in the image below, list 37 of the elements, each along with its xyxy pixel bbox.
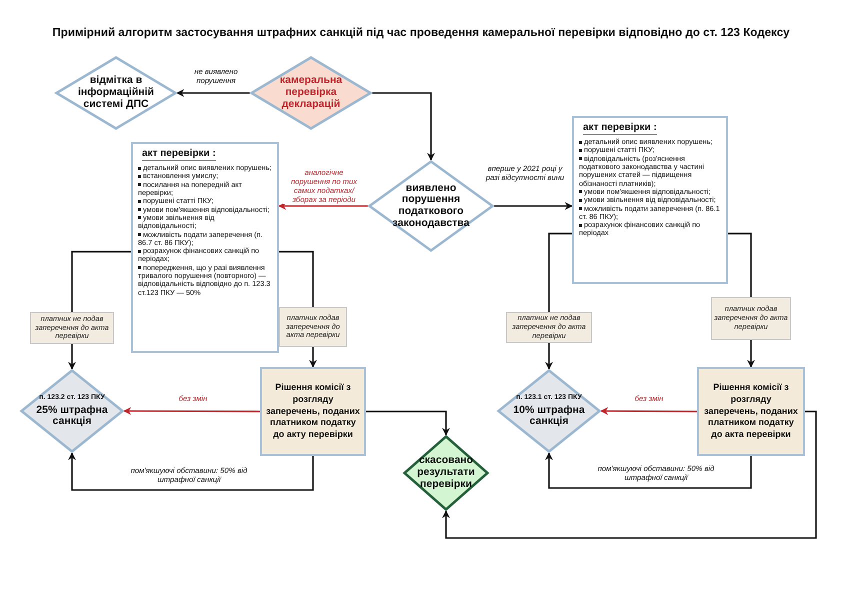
diamond-label: відмітка в інформаційній системі ДПС [76, 75, 155, 111]
process-box [260, 367, 366, 456]
arrow [68, 344, 76, 370]
document-box [131, 142, 279, 353]
arrow [372, 92, 435, 161]
diamond-label: виявлено порушення податкового законодавства [392, 182, 470, 230]
arrow [278, 202, 368, 210]
arrow [68, 452, 314, 491]
box-heading: акт перевірки : [142, 148, 216, 161]
decision-diamond [20, 369, 124, 453]
decision-diamond [497, 369, 601, 453]
decision-diamond [403, 435, 489, 511]
arrow [600, 407, 697, 416]
diamond-label: скасовано результати перевірки [417, 455, 475, 491]
document-box [572, 116, 728, 284]
arrow [747, 340, 755, 368]
condition-note [711, 297, 791, 340]
arrow [309, 347, 317, 368]
diamond-label: 25% штрафна санкція [35, 404, 109, 428]
arrow [545, 343, 553, 370]
box-text: Рішення комісії з розгляду заперечень, поданих платником податку до акту перевірки [266, 382, 360, 441]
condition-note [506, 312, 592, 343]
arrow [494, 202, 573, 210]
arrow [442, 410, 817, 539]
arrow [366, 410, 450, 436]
condition-note [279, 307, 347, 347]
arrow [545, 452, 752, 489]
diamond-label: 10% штрафна санкція [512, 404, 586, 428]
box-heading: акт перевірки : [583, 122, 657, 135]
diagram-title: Примірний алгоритм застосування штрафних санкцій під час проведення камеральної перевірки відповідно до ст. 123 Кодексу [51, 26, 791, 39]
arrow [176, 89, 250, 97]
decision-diamond [250, 56, 372, 130]
process-box [697, 367, 805, 456]
diamond-label: камеральна перевірка декларацій [278, 75, 344, 111]
box-text: Рішення комісії з розгляду заперечень, поданих платником податку до акта перевірки [703, 382, 799, 441]
decision-diamond [55, 56, 177, 130]
arrow [123, 407, 260, 416]
